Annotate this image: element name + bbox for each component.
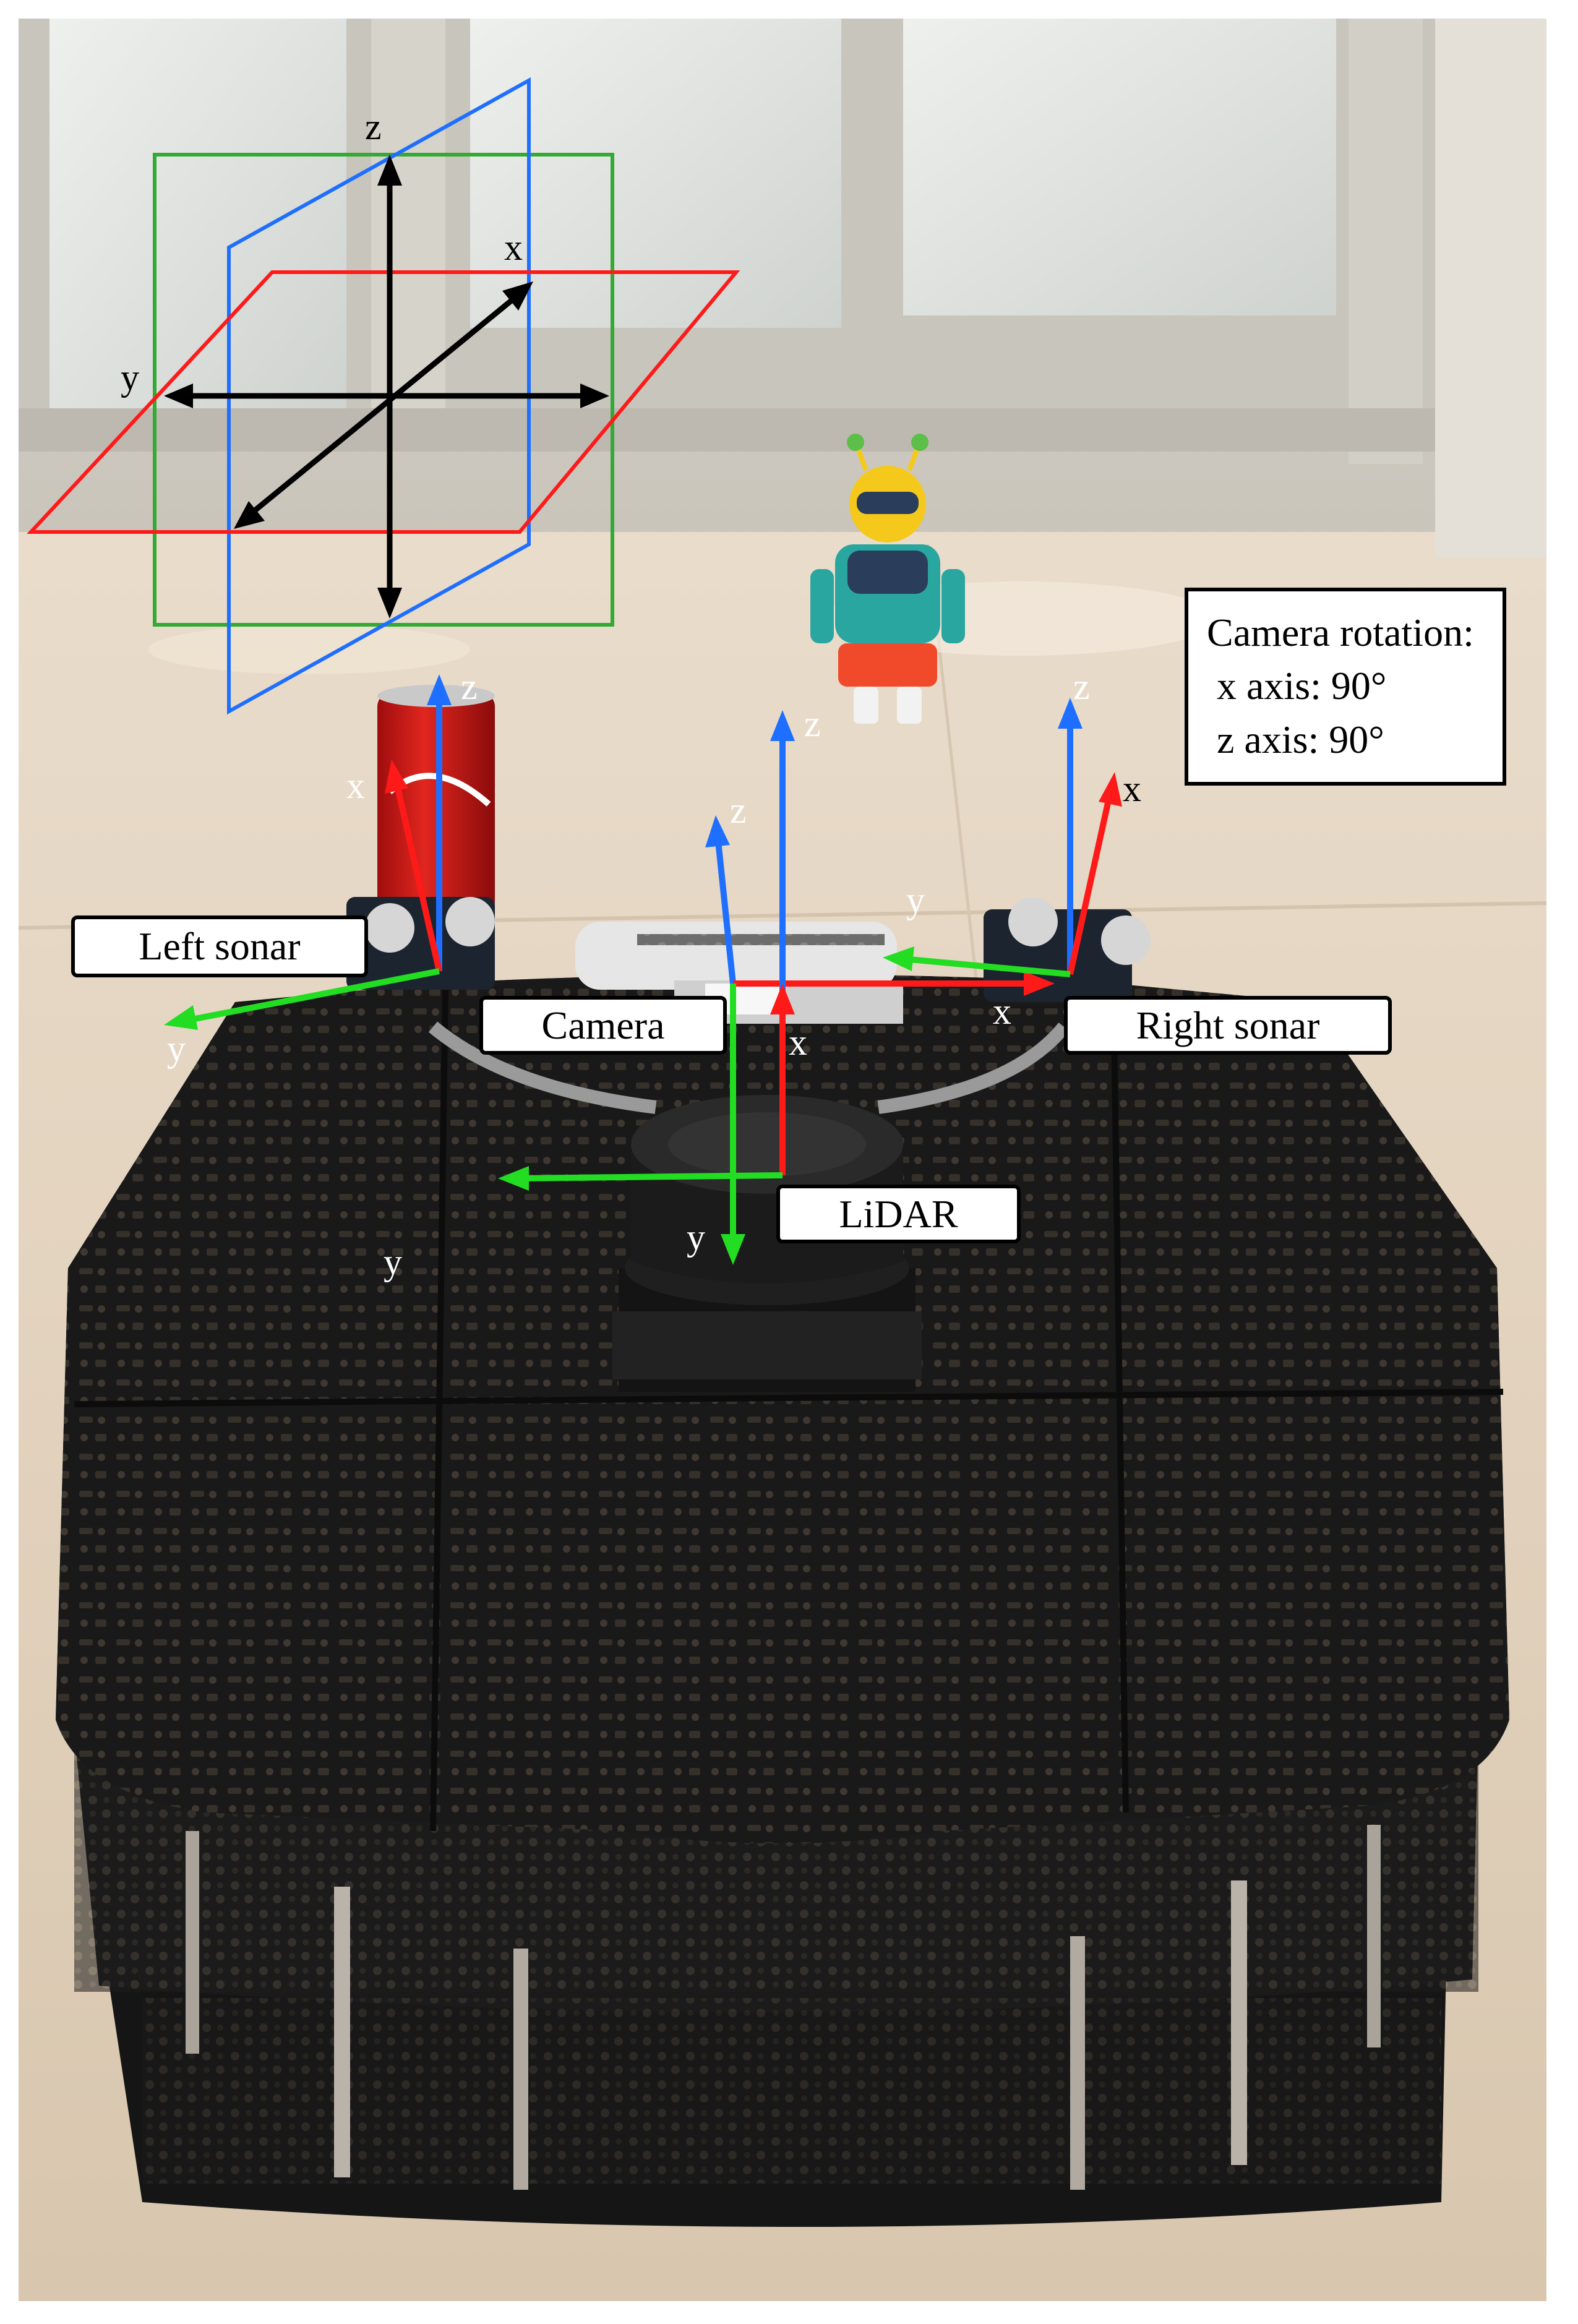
camera-rotation-note: Camera rotation: x axis: 90° z axis: 90° [1185,588,1506,786]
left-sonar-z-letter: z [461,666,478,707]
camera-z-letter: z [730,790,747,831]
reference-frame-diagram [27,77,740,715]
right-sonar-x-letter: x [1123,768,1141,809]
robot-base [56,897,1509,2227]
camera-rotation-title: Camera rotation: [1207,611,1474,654]
lidar-x-letter: x [993,991,1011,1032]
sensor-axes [164,674,1122,1265]
xz-plane [227,77,531,715]
lidar-z-letter: z [804,703,821,744]
camera-label: Camera [479,996,727,1055]
camera-vent-holes [637,934,885,945]
camera-y-letter: y [687,1217,705,1258]
toy-robot [810,434,965,724]
right-sonar-z-letter: z [1073,666,1090,707]
right-sonar-label: Right sonar [1064,996,1392,1055]
left-sonar-x-letter: x [346,765,365,806]
camera-rotation-x-axis: x axis: 90° [1207,664,1387,708]
left-sonar-label: Left sonar [71,915,368,977]
frame-axis-z-letter: z [365,106,382,147]
xy-plane [27,270,740,534]
lidar-y-letter: y [384,1241,402,1282]
axis-letters: z x y z x y z x y z x y z x y [121,106,1141,1282]
lidar-label: LiDAR [776,1185,1021,1243]
frame-axis-y-letter: y [121,357,139,398]
camera-rotation-z-axis: z axis: 90° [1207,717,1384,761]
left-sonar-y-letter: y [167,1028,186,1069]
right-sonar-y-letter: y [906,880,925,920]
camera-x-letter: x [789,1022,807,1063]
frame-axes [164,155,609,619]
frame-axis-x-letter: x [504,227,523,268]
